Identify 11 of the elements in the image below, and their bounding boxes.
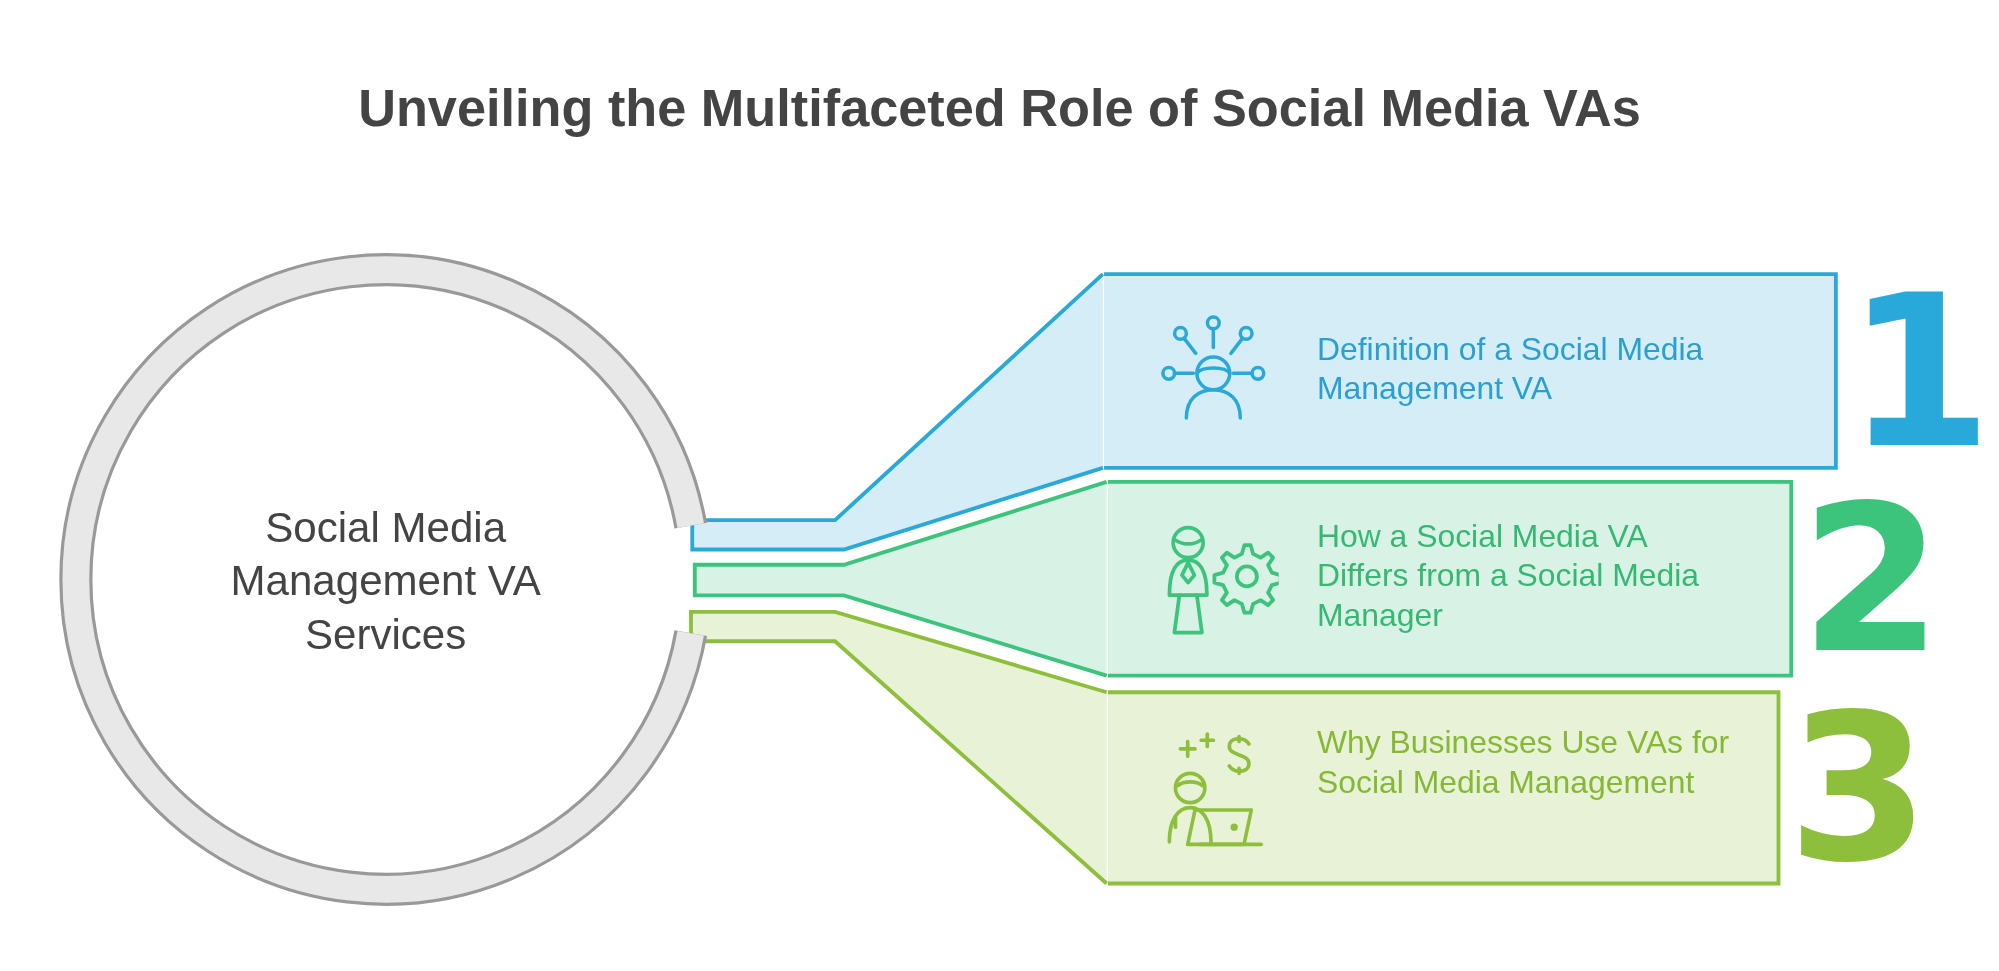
node-label: Social Media Management VA Services [229,501,542,660]
step-number: 1 [1846,282,1993,462]
step-number: 2 [1800,493,1943,667]
funnel-connector [689,610,1109,886]
node-label: Definition of a Social Media Management VA [1316,329,1705,408]
step-number: 3 [1787,702,1930,876]
node-label: Why Businesses Use VAs for Social Media Management [1316,723,1731,802]
diagram-title: Unveiling the Multifaceted Role of Social Media VAs [357,79,1642,139]
node-label: How a Social Media VA Differs from a Social Media Manager [1316,516,1700,635]
funnel-connector [690,272,1105,552]
funnel-connector [692,480,1109,678]
